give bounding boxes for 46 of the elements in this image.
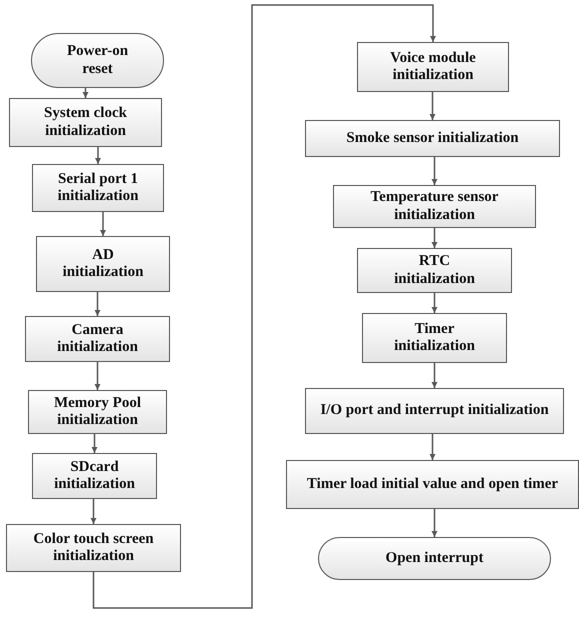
arrow bbox=[432, 157, 438, 185]
process-box bbox=[25, 316, 170, 362]
step-label: System clock initialization bbox=[43, 105, 128, 140]
arrow bbox=[94, 362, 100, 390]
step-label: Temperature sensor initialization bbox=[370, 189, 500, 224]
arrow bbox=[92, 434, 98, 453]
process-box bbox=[333, 185, 536, 228]
step-label: SDcard initialization bbox=[53, 458, 136, 494]
arrow bbox=[94, 292, 100, 316]
step-label: I/O port and interrupt initialization bbox=[320, 402, 549, 420]
step-label: Timer load initial value and open timer bbox=[306, 476, 558, 494]
process-box bbox=[357, 248, 512, 293]
process-box bbox=[28, 390, 167, 434]
step-label: Serial port 1 initialization bbox=[56, 170, 140, 206]
process-box bbox=[305, 388, 564, 434]
step-label: Camera initialization bbox=[56, 322, 139, 356]
process-box bbox=[357, 42, 509, 92]
step-label: Open interrupt bbox=[386, 550, 484, 568]
step-label: Memory Pool initialization bbox=[52, 394, 142, 430]
arrow bbox=[90, 499, 96, 524]
step-label: Power-on reset bbox=[66, 43, 130, 78]
arrow bbox=[82, 88, 88, 98]
arrow bbox=[100, 212, 106, 236]
arrow bbox=[430, 434, 436, 460]
arrow bbox=[92, 4, 436, 609]
step-label: Voice module initialization bbox=[389, 50, 477, 84]
arrow bbox=[432, 363, 438, 388]
arrow bbox=[432, 509, 438, 537]
process-box bbox=[32, 453, 157, 499]
process-box bbox=[305, 120, 560, 157]
arrow bbox=[432, 293, 438, 313]
step-label: RTC initialization bbox=[393, 253, 476, 288]
process-box bbox=[9, 98, 162, 147]
process-box bbox=[32, 164, 164, 212]
arrow bbox=[430, 92, 436, 120]
step-label: Smoke sensor initialization bbox=[346, 130, 519, 148]
step-label: Color touch screen initialization bbox=[32, 530, 155, 566]
process-box bbox=[286, 460, 579, 509]
step-label: Timer initialization bbox=[393, 320, 476, 356]
arrow bbox=[432, 228, 438, 248]
process-box bbox=[36, 236, 170, 292]
process-box bbox=[6, 524, 181, 572]
step-label: AD initialization bbox=[62, 246, 144, 282]
arrow bbox=[95, 147, 101, 164]
process-box bbox=[362, 313, 507, 363]
terminal-box bbox=[318, 537, 551, 580]
